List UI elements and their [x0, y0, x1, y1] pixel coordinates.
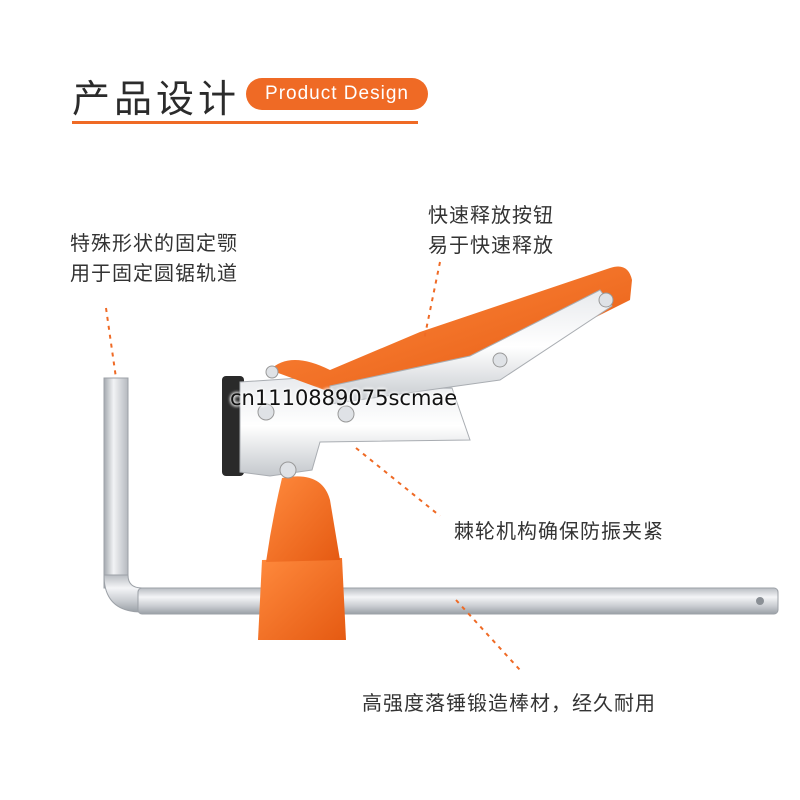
leader-bar [455, 599, 521, 671]
leader-release [423, 261, 441, 341]
rivet [257, 403, 275, 421]
bar-bend [103, 574, 143, 613]
leader-ratchet [355, 447, 441, 517]
slide-block [258, 558, 346, 640]
release-label-1: 快速释放按钮 [428, 203, 554, 227]
rivet [598, 292, 614, 308]
bar-label: 高强度落锤锻造棒材，经久耐用 [362, 691, 656, 715]
rivet [492, 352, 508, 368]
lower-grip [266, 476, 340, 562]
page-title: 产品设计 [72, 77, 241, 121]
jaw-pad [222, 376, 244, 476]
fixed-jaw-rod [103, 377, 129, 589]
release-lever [270, 266, 632, 392]
rivet [337, 405, 355, 423]
release-label-2: 易于快速释放 [428, 233, 554, 257]
product-design-badge: Product Design [246, 78, 428, 110]
fixed-jaw-label-2: 用于固定圆锯轨道 [70, 261, 238, 285]
rivet [265, 365, 279, 379]
leader-fixed-jaw [105, 307, 117, 379]
bar-end-hole [756, 597, 764, 605]
ratchet-label: 棘轮机构确保防振夹紧 [454, 519, 664, 543]
header-divider [72, 121, 418, 124]
lever-steel-inlay [329, 289, 613, 405]
watermark-text: cn1110889075scmae [230, 386, 458, 410]
rivet [279, 461, 297, 479]
fixed-jaw-label-1: 特殊形状的固定颚 [70, 231, 238, 255]
